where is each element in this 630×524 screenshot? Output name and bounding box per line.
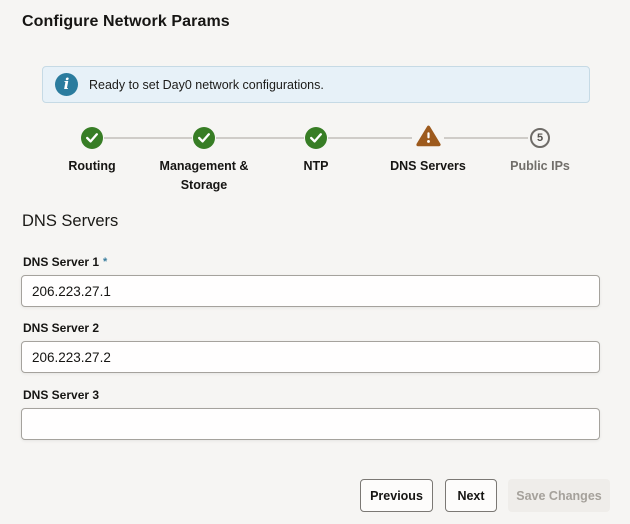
dns-server-1-input[interactable] (21, 275, 600, 307)
check-circle-icon (305, 127, 327, 149)
step-label: Management & Storage (159, 159, 249, 192)
info-banner: i Ready to set Day0 network configuratio… (42, 66, 590, 103)
previous-button[interactable]: Previous (360, 479, 433, 512)
warning-triangle-icon (415, 125, 441, 152)
step-dns-servers[interactable]: DNS Servers (372, 125, 484, 176)
stepper-track-segment (216, 137, 304, 139)
required-asterisk: * (103, 256, 108, 268)
step-ntp[interactable]: NTP (260, 127, 372, 176)
dns-server-3-label: DNS Server 3 (23, 388, 100, 402)
page-title: Configure Network Params (22, 13, 230, 30)
step-management-storage[interactable]: Management & Storage (148, 127, 260, 195)
step-label: DNS Servers (390, 159, 466, 173)
check-circle-icon (193, 127, 215, 149)
stepper-track-segment (444, 137, 528, 139)
info-banner-text: Ready to set Day0 network configurations… (89, 77, 324, 92)
stepper-track-segment (104, 137, 192, 139)
check-circle-icon (81, 127, 103, 149)
dns-server-3-input[interactable] (21, 408, 600, 440)
step-routing[interactable]: Routing (36, 127, 148, 176)
dns-server-1-label: DNS Server 1* (23, 255, 108, 269)
step-label: Routing (68, 159, 116, 173)
next-button[interactable]: Next (445, 479, 497, 512)
step-label: Public IPs (510, 159, 570, 173)
wizard-stepper: Routing Management & Storage NTP (36, 125, 596, 197)
section-heading: DNS Servers (22, 212, 119, 230)
step-public-ips[interactable]: 5 Public IPs (484, 127, 596, 176)
save-changes-button[interactable]: Save Changes (508, 479, 610, 512)
step-label: NTP (303, 159, 329, 173)
dns-server-2-label: DNS Server 2 (23, 321, 100, 335)
dns-server-2-input[interactable] (21, 341, 600, 373)
info-icon: i (55, 73, 78, 96)
step-number-circle: 5 (530, 128, 550, 148)
stepper-track-segment (328, 137, 412, 139)
